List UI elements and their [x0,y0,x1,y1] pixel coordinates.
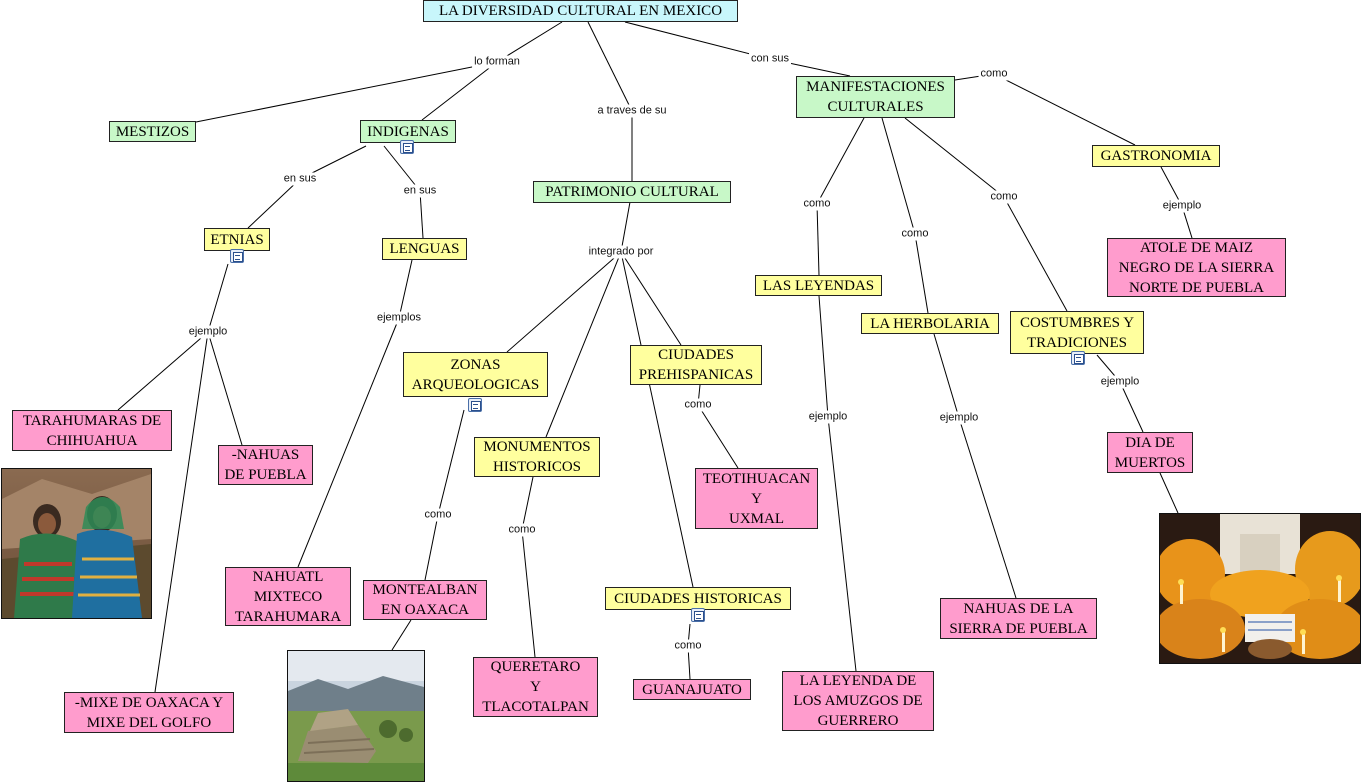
link-label-como-herbolaria: como [899,227,931,241]
concept-ciudades-historicas[interactable]: CIUDADES HISTORICAS [605,587,791,610]
document-icon[interactable] [1071,351,1085,365]
link-label-como-leyendas: como [801,197,833,211]
concept-la-herbolaria[interactable]: LA HERBOLARIA [861,313,999,334]
link-label-ejemplo-etnias: ejemplo [186,325,230,339]
link-label-como-costumbres: como [988,190,1020,204]
document-icon[interactable] [468,398,482,412]
link-label-integrado-por: integrado por [586,245,656,259]
concept-tarahumaras-chihuahua[interactable]: TARAHUMARAS DE CHIHUAHUA [12,410,172,451]
document-icon[interactable] [230,249,244,263]
link-label-ejemplo-gastronomia: ejemplo [1160,199,1204,213]
concept-ciudades-prehispanicas[interactable]: CIUDADES PREHISPANICAS [630,345,762,385]
concept-montealban-oaxaca[interactable]: MONTEALBAN EN OAXACA [363,580,487,620]
concept-mixe-oaxaca-golfo[interactable]: -MIXE DE OAXACA Y MIXE DEL GOLFO [64,692,234,733]
concept-atole-maiz-negro[interactable]: ATOLE DE MAIZ NEGRO DE LA SIERRA NORTE D… [1107,238,1286,297]
link-label-como-historicas: como [672,639,704,653]
monte-alban-photo [287,650,425,782]
concept-dia-de-muertos[interactable]: DIA DE MUERTOS [1107,432,1193,473]
concept-queretaro-tlacotalpan[interactable]: QUERETARO Y TLACOTALPAN [473,657,598,717]
link-label-como-monumentos: como [506,523,538,537]
concept-nahuatl-mixteco-tarahumara[interactable]: NAHUATL MIXTECO TARAHUMARA [225,567,351,626]
link-label-a-traves-de-su: a traves de su [595,104,669,118]
concept-gastronomia[interactable]: GASTRONOMIA [1092,145,1220,167]
dia-de-muertos-altar-photo [1159,513,1361,664]
link-label-ejemplos-lenguas: ejemplos [374,311,424,325]
document-icon[interactable] [400,140,414,154]
link-label-ejemplo-leyendas: ejemplo [806,410,850,424]
concept-leyenda-amuzgos[interactable]: LA LEYENDA DE LOS AMUZGOS DE GUERRERO [782,671,934,731]
concept-manifestaciones-culturales[interactable]: MANIFESTACIONES CULTURALES [796,76,955,118]
concept-nahuas-sierra-puebla[interactable]: NAHUAS DE LA SIERRA DE PUEBLA [940,598,1097,639]
concept-root-title[interactable]: LA DIVERSIDAD CULTURAL EN MEXICO [423,0,738,22]
concept-indigenas[interactable]: INDIGENAS [360,120,456,143]
concept-etnias[interactable]: ETNIAS [204,228,270,251]
link-label-lo-forman: lo forman [472,55,522,69]
link-label-como-zonas: como [422,508,454,522]
document-icon[interactable] [691,608,705,622]
link-label-con-sus: con sus [749,52,791,66]
concept-monumentos-historicos[interactable]: MONUMENTOS HISTORICOS [474,437,600,477]
link-label-ejemplo-herbolaria: ejemplo [937,411,981,425]
concept-zonas-arqueologicas[interactable]: ZONAS ARQUEOLOGICAS [403,352,548,397]
concept-costumbres-tradiciones[interactable]: COSTUMBRES Y TRADICIONES [1010,311,1144,354]
link-label-como-gastronomia: como [978,67,1010,81]
concept-teotihuacan-uxmal[interactable]: TEOTIHUACAN Y UXMAL [695,468,818,529]
link-label-como-prehispanicas: como [682,398,714,412]
link-label-ejemplo-costumbres: ejemplo [1098,375,1142,389]
concept-nahuas-de-puebla[interactable]: -NAHUAS DE PUEBLA [218,445,313,485]
link-label-en-sus-etnias: en sus [281,172,319,186]
concept-las-leyendas[interactable]: LAS LEYENDAS [755,275,882,296]
concept-lenguas[interactable]: LENGUAS [382,238,467,260]
concept-guanajuato[interactable]: GUANAJUATO [633,679,751,700]
link-label-en-sus-lenguas: en sus [401,184,439,198]
tarahumara-women-photo [1,468,152,619]
concept-patrimonio-cultural[interactable]: PATRIMONIO CULTURAL [533,181,731,203]
concept-mestizos[interactable]: MESTIZOS [109,121,196,142]
